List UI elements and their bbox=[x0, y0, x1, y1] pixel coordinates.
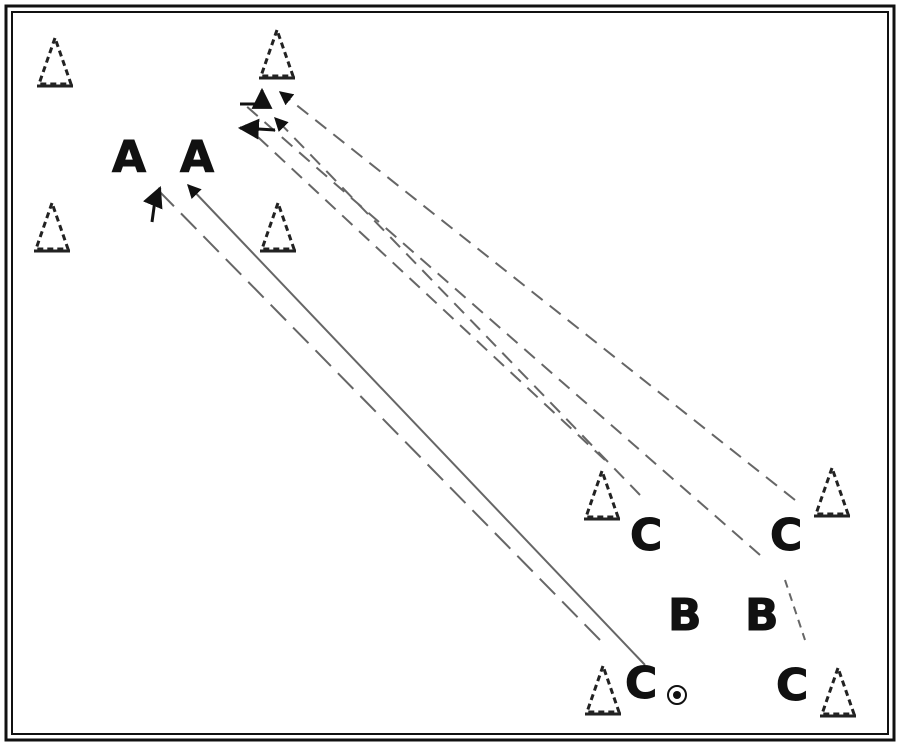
cone-icon bbox=[583, 664, 623, 716]
player-label-a: A bbox=[180, 132, 214, 183]
pass-line bbox=[187, 183, 646, 666]
cone-icon bbox=[258, 201, 298, 253]
cone-icon bbox=[812, 466, 852, 518]
player-label-b: B bbox=[668, 590, 702, 641]
player-label-c: C bbox=[630, 510, 662, 561]
field-border-inner bbox=[11, 11, 889, 735]
arrow-icon bbox=[237, 118, 276, 140]
field-border-outer bbox=[4, 4, 896, 742]
cone-icon bbox=[257, 28, 297, 80]
cone-icon bbox=[818, 666, 858, 718]
run-line bbox=[784, 579, 806, 641]
run-line bbox=[157, 189, 601, 641]
cone-icon bbox=[582, 469, 622, 521]
player-label-c: C bbox=[776, 660, 808, 711]
cone-icon bbox=[32, 201, 72, 253]
player-label-c: C bbox=[770, 510, 802, 561]
run-line bbox=[274, 116, 641, 496]
run-line bbox=[278, 91, 796, 501]
player-label-c: C bbox=[625, 658, 657, 709]
run-line bbox=[244, 104, 761, 556]
ball-icon bbox=[667, 685, 687, 705]
player-label-b: B bbox=[745, 590, 779, 641]
run-line bbox=[244, 124, 606, 461]
arrow-icon bbox=[143, 186, 163, 223]
player-label-a: A bbox=[112, 132, 146, 183]
cone-icon bbox=[35, 36, 75, 88]
arrow-icon bbox=[240, 87, 273, 109]
